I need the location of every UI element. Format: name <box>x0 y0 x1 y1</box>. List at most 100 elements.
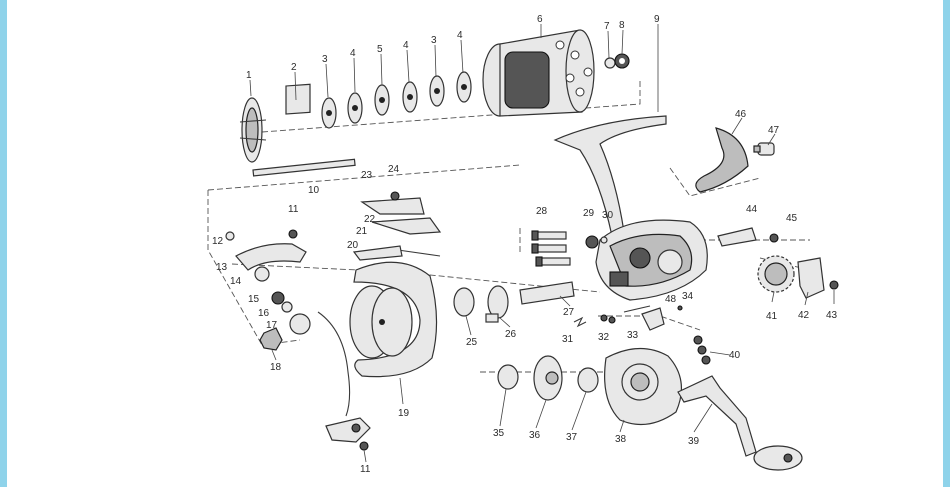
label-part-46: 46 <box>735 109 747 120</box>
label-part-37: 37 <box>566 432 578 443</box>
label-part-27: 27 <box>563 307 575 318</box>
part-43-nut <box>829 280 839 290</box>
label-part-29: 29 <box>583 208 595 219</box>
label-part-22: 22 <box>364 214 376 225</box>
label-part-12: 12 <box>212 236 224 247</box>
part-47-knob <box>753 142 775 156</box>
label-part-40: 40 <box>729 350 741 361</box>
part-34-pin <box>677 305 683 311</box>
part-2-drag-felt <box>285 83 311 115</box>
part-9-reel-body <box>553 115 708 301</box>
label-part-42: 42 <box>798 310 810 321</box>
part-11-screw-bottom <box>359 441 369 451</box>
label-part-32: 32 <box>598 332 610 343</box>
label-part-43: 43 <box>826 310 838 321</box>
label-part-15: 15 <box>248 294 260 305</box>
part-44-bracket <box>717 227 757 247</box>
part-17-roller <box>289 313 311 335</box>
part-10-main-shaft <box>252 158 356 177</box>
part-32-clip <box>600 314 616 324</box>
label-part-4a: 4 <box>350 48 356 59</box>
part-45-screw <box>769 233 779 243</box>
part-28-screws <box>531 230 571 267</box>
part-15-bushing <box>271 291 285 305</box>
part-23-bail-arm <box>360 197 425 215</box>
part-39-handle <box>677 375 803 471</box>
label-part-24: 24 <box>388 164 400 175</box>
label-part-44: 44 <box>746 204 758 215</box>
part-21-spring <box>397 249 441 257</box>
label-part-41: 41 <box>766 311 778 322</box>
leader-lines <box>249 24 835 463</box>
part-6-spool <box>482 29 595 117</box>
part-25-bearing <box>453 287 475 317</box>
label-part-8: 8 <box>619 20 625 31</box>
part-bail-clamp <box>325 417 371 443</box>
label-part-7: 7 <box>604 21 610 32</box>
label-part-28: 28 <box>536 206 548 217</box>
label-part-20: 20 <box>347 240 359 251</box>
part-8-clip <box>614 53 630 69</box>
label-part-17: 17 <box>266 320 278 331</box>
right-frame-bar <box>943 0 950 487</box>
part-46-clutch-lever <box>695 127 749 193</box>
label-part-9: 9 <box>654 14 660 25</box>
part-20-bail-trip <box>352 245 403 261</box>
part-37-washer <box>577 367 599 393</box>
part-24-screw <box>390 191 400 201</box>
part-29-bearing <box>585 235 599 249</box>
label-part-31: 31 <box>562 334 574 345</box>
label-part-5: 5 <box>377 44 383 55</box>
part-30-washer <box>600 236 608 244</box>
label-part-4b: 4 <box>403 40 409 51</box>
label-part-3a: 3 <box>322 54 328 65</box>
part-33-stopper <box>641 307 665 331</box>
label-part-26: 26 <box>505 329 517 340</box>
label-part-1: 1 <box>246 70 252 81</box>
label-part-38: 38 <box>615 434 627 445</box>
label-part-19: 19 <box>398 408 410 419</box>
label-part-47: 47 <box>768 125 780 136</box>
label-part-10: 10 <box>308 185 320 196</box>
label-part-11-top: 11 <box>288 204 299 215</box>
part-16-washer <box>281 301 293 313</box>
label-part-35: 35 <box>493 428 505 439</box>
part-35-bearing <box>497 364 519 390</box>
part-1-spool-cap <box>239 97 267 163</box>
label-part-34: 34 <box>682 291 694 302</box>
part-numbers: 1 2 3 4 5 4 3 4 6 7 8 9 10 11 12 13 14 1… <box>212 14 838 475</box>
label-part-39: 39 <box>688 436 700 447</box>
label-part-25: 25 <box>466 337 478 348</box>
label-part-13: 13 <box>216 262 228 273</box>
part-48-lever <box>623 305 651 313</box>
part-19-rotor <box>349 261 438 378</box>
part-22-bail-holder <box>371 217 442 235</box>
label-part-18: 18 <box>270 362 282 373</box>
part-14-roller <box>254 266 270 282</box>
part-7-washer <box>604 57 616 69</box>
part-42-anti-reverse <box>797 257 825 299</box>
label-part-33: 33 <box>627 330 639 341</box>
part-26-pinion <box>485 285 509 323</box>
label-part-23: 23 <box>361 170 373 181</box>
label-part-36: 36 <box>529 430 541 441</box>
part-40-screws <box>693 335 711 365</box>
label-part-48: 48 <box>665 294 677 305</box>
label-part-30: 30 <box>602 210 614 221</box>
label-part-14: 14 <box>230 276 242 287</box>
label-part-2: 2 <box>291 62 297 73</box>
part-41-drive-gear <box>757 255 795 293</box>
part-12-nut <box>225 231 235 241</box>
label-part-16: 16 <box>258 308 270 319</box>
drag-washers <box>321 71 472 129</box>
label-part-3b: 3 <box>431 35 437 46</box>
part-27-pinion-shaft <box>519 281 575 305</box>
part-11-screw-top <box>288 229 298 239</box>
bail-wire <box>317 311 351 417</box>
part-36-gear-bushing <box>533 355 563 401</box>
label-part-6: 6 <box>537 14 543 25</box>
label-part-21: 21 <box>356 226 368 237</box>
part-13-bail-arm <box>235 243 307 271</box>
